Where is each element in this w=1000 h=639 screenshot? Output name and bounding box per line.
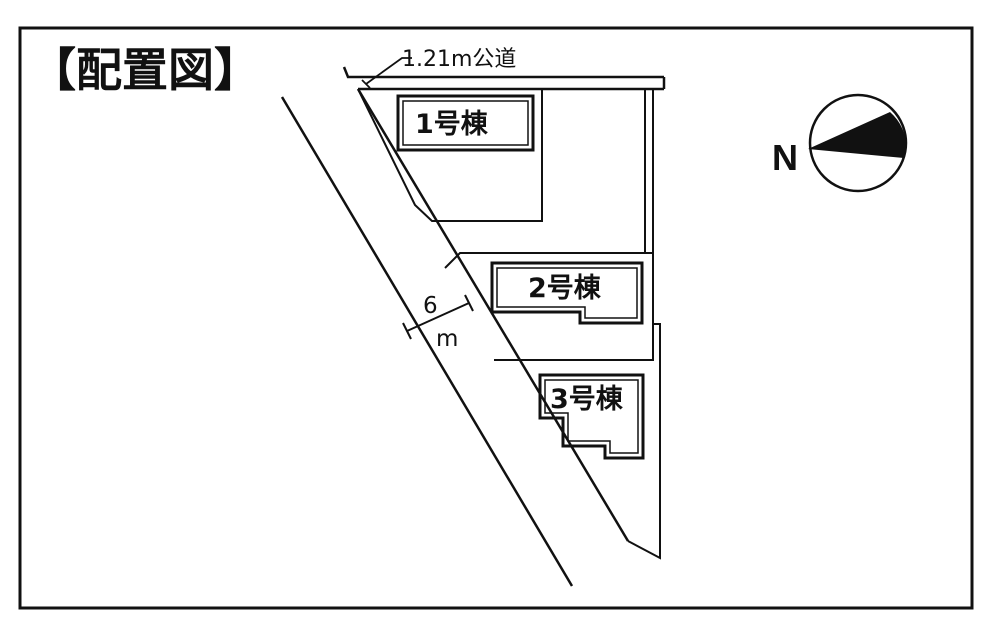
road-label: 1.21m公道	[402, 47, 516, 72]
outer-frame	[18, 26, 974, 610]
road-width-dimension	[402, 294, 474, 340]
road-width-unit: m	[436, 326, 458, 352]
building-1	[396, 94, 535, 152]
diagonal-road	[280, 88, 630, 587]
lot-1	[357, 88, 543, 222]
building-2-inner	[496, 267, 638, 319]
building-3	[538, 373, 645, 460]
north-label: N	[772, 137, 798, 178]
building-2	[490, 261, 644, 325]
building-3-label: 3号棟	[550, 384, 624, 415]
public-road-top	[342, 66, 666, 91]
east-boundary	[644, 89, 654, 253]
compass-icon	[808, 93, 908, 193]
building-3-inner	[544, 379, 639, 454]
page-title: 【配置図】	[30, 43, 260, 97]
lot-3	[500, 323, 661, 560]
road-dimension-leader	[361, 57, 412, 89]
compass-sector	[808, 112, 906, 158]
building-1-inner	[402, 100, 529, 146]
building-1-label: 1号棟	[415, 109, 489, 140]
building-2-label: 2号棟	[528, 273, 602, 304]
road-width-number: 6	[423, 293, 438, 319]
